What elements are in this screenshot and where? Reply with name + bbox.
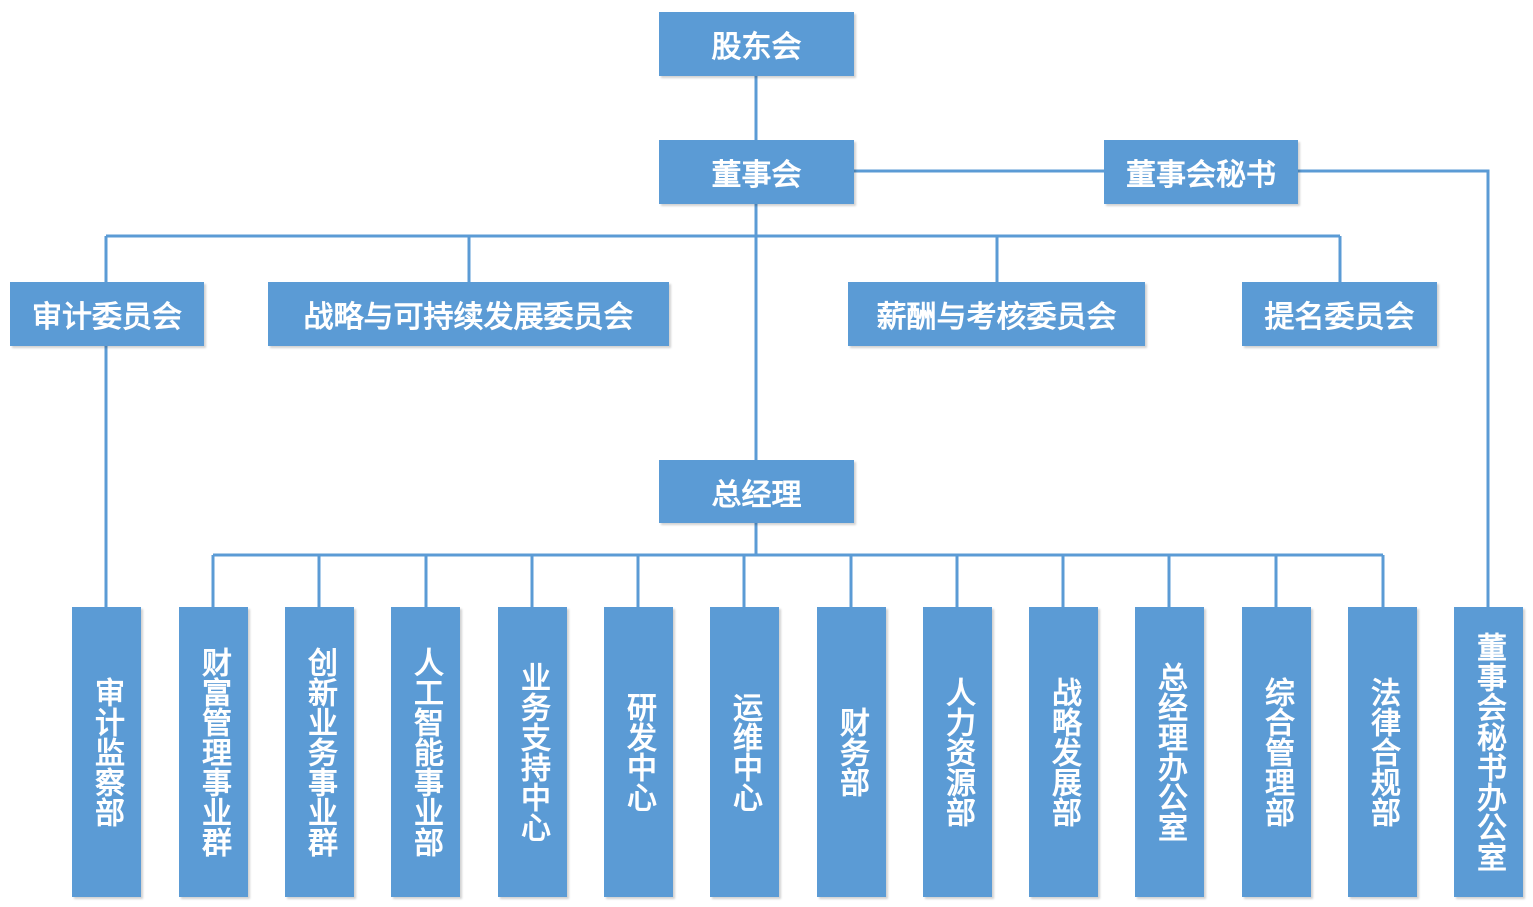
dept-label: 财富管理事业群 (196, 647, 231, 857)
node-compensation-committee: 薪酬与考核委员会 (848, 282, 1145, 346)
node-general-manager: 总经理 (659, 460, 854, 523)
dept-innovation-business: 创新业务事业群 (285, 607, 354, 897)
node-audit-committee: 审计委员会 (10, 282, 204, 346)
dept-operations: 运维中心 (710, 607, 779, 897)
node-board-secretary: 董事会秘书 (1104, 140, 1298, 204)
dept-hr: 人力资源部 (923, 607, 992, 897)
dept-label: 总经理办公室 (1152, 662, 1187, 842)
dept-business-support: 业务支持中心 (498, 607, 567, 897)
node-nomination-committee: 提名委员会 (1242, 282, 1437, 346)
dept-wealth-management: 财富管理事业群 (179, 607, 248, 897)
node-shareholders: 股东会 (659, 12, 854, 76)
dept-label: 运维中心 (727, 692, 762, 812)
connector-secretary-office (1298, 169, 1490, 607)
dept-board-secretary-office: 董事会秘书办公室 (1454, 607, 1523, 897)
dept-label: 综合管理部 (1259, 677, 1294, 827)
dept-label: 研发中心 (621, 692, 656, 812)
dept-ai: 人工智能事业部 (391, 607, 460, 897)
dept-label: 战略发展部 (1046, 677, 1081, 827)
dept-label: 人力资源部 (940, 677, 975, 827)
dept-strategy-development: 战略发展部 (1029, 607, 1098, 897)
dept-label: 法律合规部 (1365, 677, 1400, 827)
dept-audit-supervision: 审计监察部 (72, 607, 141, 897)
dept-label: 董事会秘书办公室 (1471, 632, 1506, 872)
dept-general-admin: 综合管理部 (1242, 607, 1311, 897)
dept-rnd: 研发中心 (604, 607, 673, 897)
dept-legal-compliance: 法律合规部 (1348, 607, 1417, 897)
dept-label: 审计监察部 (89, 677, 124, 827)
node-strategy-committee: 战略与可持续发展委员会 (268, 282, 669, 346)
dept-label: 财务部 (834, 707, 869, 797)
dept-label: 人工智能事业部 (408, 647, 443, 857)
dept-gm-office: 总经理办公室 (1135, 607, 1204, 897)
dept-label: 创新业务事业群 (302, 647, 337, 857)
dept-label: 业务支持中心 (515, 662, 550, 842)
node-board: 董事会 (659, 140, 854, 204)
dept-finance: 财务部 (817, 607, 886, 897)
